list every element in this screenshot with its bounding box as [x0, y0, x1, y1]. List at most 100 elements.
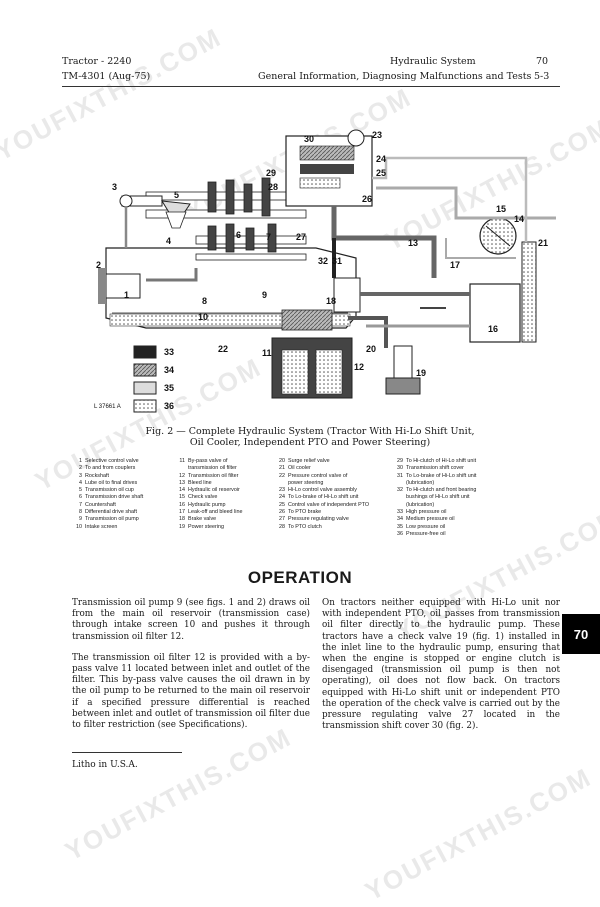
callout-1: 1 [124, 290, 129, 300]
callout-22: 22 [218, 344, 228, 354]
callout-31: 31 [332, 256, 342, 266]
legend-item-number: 12 [179, 472, 185, 479]
callout-14: 14 [514, 214, 524, 224]
legend-item-label: To Hi-clutch and front bearing [406, 487, 477, 494]
legend-item-label: High pressure oil [406, 509, 447, 516]
callout-28: 28 [268, 182, 278, 192]
callout-30: 30 [304, 134, 314, 144]
callout-27: 27 [296, 232, 306, 242]
legend-item-label: Hi-Lo control valve assembly [288, 487, 357, 494]
footer-divider [72, 752, 182, 753]
brake-valve [333, 277, 361, 313]
callout-8: 8 [202, 296, 207, 306]
callout-7: 7 [266, 232, 271, 242]
callout-4: 4 [166, 236, 171, 246]
legend-item-number: 19 [179, 523, 185, 530]
legend-item-label: Hydraulic pump [188, 501, 226, 508]
callout-12: 12 [354, 362, 364, 372]
legend-item-label: Lube oil to final drives [85, 479, 138, 486]
legend-item-label: Oil cooler [288, 465, 311, 472]
caption-line-2: Oil Cooler, Independent PTO and Power St… [189, 437, 431, 448]
legend-item: transmission oil filter [175, 465, 242, 472]
header-divider [62, 86, 560, 87]
header-section-title: Hydraulic System [390, 56, 476, 67]
figure-caption: Fig. 2 — Complete Hydraulic System (Trac… [100, 426, 520, 448]
legend-item-number: 7 [79, 501, 82, 508]
legend-item-number: 18 [179, 516, 185, 523]
hi-lo-control-valve-block [285, 129, 373, 207]
text-column-left: Transmission oil pump 9 (see figs. 1 and… [72, 598, 310, 741]
callout-29: 29 [266, 168, 276, 178]
hydraulic-oil-reservoir [479, 217, 517, 255]
legend-item-number: 17 [179, 509, 185, 516]
legend-item-number: 25 [279, 501, 285, 508]
callout-2: 2 [96, 260, 101, 270]
legend-item-number [393, 502, 403, 509]
legend-item-number: 22 [279, 472, 285, 479]
legend-item-number [175, 465, 185, 472]
callout-11: 11 [262, 348, 272, 358]
legend-item-number: 30 [397, 465, 403, 472]
legend-item-number: 1 [79, 458, 82, 464]
callout-18: 18 [326, 296, 336, 306]
legend-item-label: transmission oil filter [188, 465, 237, 472]
legend-item-number: 20 [279, 458, 285, 464]
legend-item-number: 33 [397, 509, 403, 516]
legend-item-number: 34 [397, 516, 403, 523]
section-heading: OPERATION [247, 568, 353, 587]
diagram-callouts: 1 2 3 4 5 6 7 8 9 10 11 12 13 14 15 16 1… [96, 130, 548, 378]
callout-10: 10 [198, 312, 208, 322]
legend-item-label: Selective control valve [85, 458, 139, 464]
legend-item-number [275, 480, 285, 487]
legend-item-label: Bleed line [188, 479, 212, 486]
legend-item-label: Rockshaft [85, 472, 109, 479]
legend-item-number: 6 [79, 494, 82, 501]
legend-item-label: To PTO brake [288, 509, 322, 516]
figure-id: L 37661 A [94, 404, 121, 410]
callout-17: 17 [450, 260, 460, 270]
legend-item-label: To Hi-clutch of Hi-Lo shift unit [406, 458, 477, 464]
legend-item-label: To Lo-brake of Hi-Lo shift unit [406, 472, 477, 479]
legend-item-label: Transmission oil filter [188, 472, 239, 479]
callout-13: 13 [408, 238, 418, 248]
legend-item-label: Surge relief valve [288, 458, 330, 464]
legend-item-number: 27 [279, 516, 285, 523]
legend-item-label: Brake valve [188, 516, 217, 523]
callout-15: 15 [496, 204, 506, 214]
legend-item-label: By-pass valve of [188, 458, 228, 464]
legend-item-label: Check valve [188, 494, 218, 501]
legend-item-number: 23 [279, 487, 285, 494]
header-tractor-model: Tractor - 2240 [62, 56, 132, 67]
pressure-shade-key: 33 34 35 36 L 37661 A [94, 345, 174, 413]
hydraulic-pump [469, 283, 521, 343]
legend-item-number: 3 [79, 472, 82, 479]
legend-item-label: Differential drive shaft [85, 509, 138, 516]
legend-item-number: 24 [279, 494, 285, 501]
callout-16: 16 [488, 324, 498, 334]
callout-20: 20 [366, 344, 376, 354]
legend-item-number [393, 494, 403, 501]
legend-item-label: Pressure control valve of [288, 472, 348, 479]
callout-5: 5 [174, 190, 179, 200]
paragraph: On tractors neither equipped with Hi-Lo … [322, 598, 560, 732]
callout-3: 3 [112, 182, 117, 192]
oil-lines [124, 156, 556, 348]
legend-item-number: 14 [179, 487, 185, 494]
